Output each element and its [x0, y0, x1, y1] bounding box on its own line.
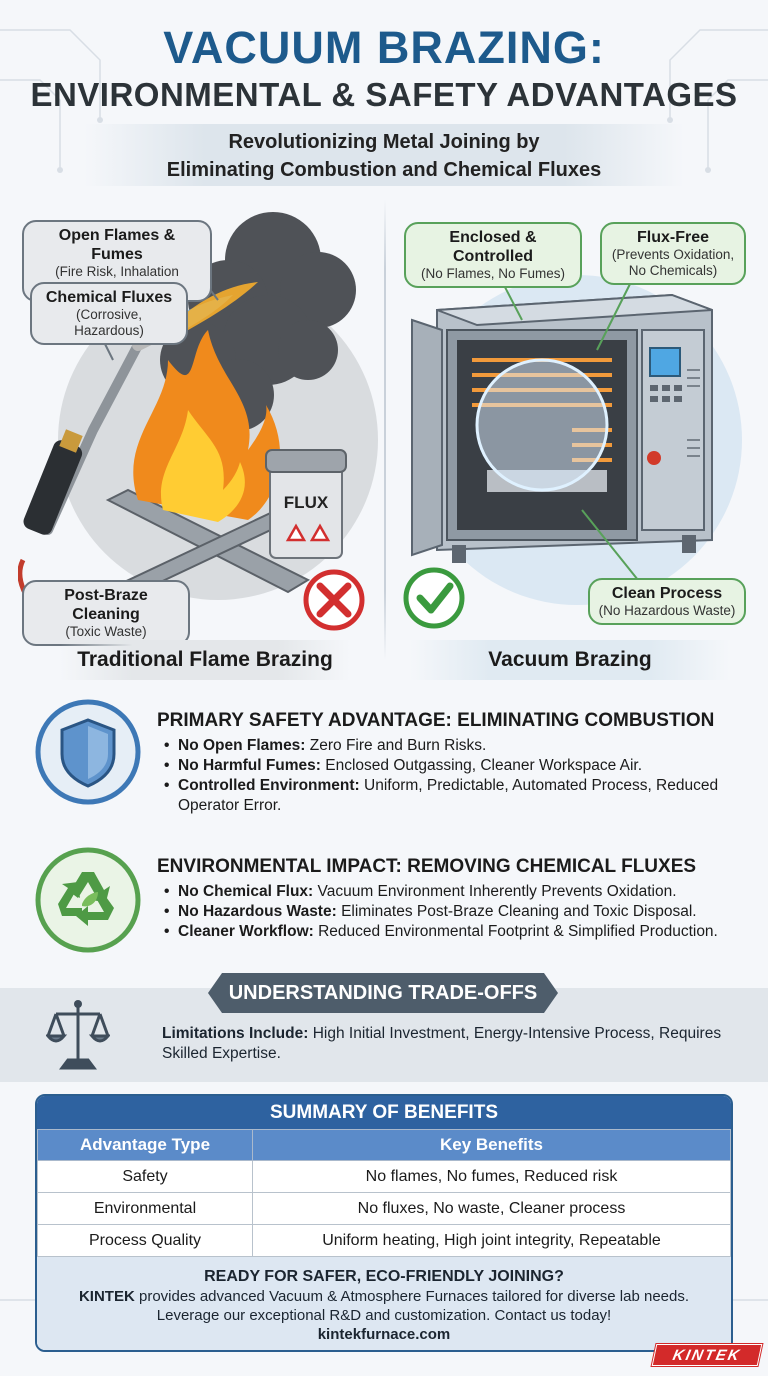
environment-heading: ENVIRONMENTAL IMPACT: REMOVING CHEMICAL …	[157, 856, 697, 877]
summary-card: SUMMARY OF BENEFITS Advantage Type Key B…	[35, 1094, 733, 1352]
table-row: Process Quality Uniform heating, High jo…	[37, 1224, 731, 1257]
traditional-brazing-label: Traditional Flame Brazing	[60, 640, 350, 680]
vacuum-brazing-illustration	[403, 261, 742, 629]
page-subtitle: Revolutionizing Metal Joining by Elimina…	[84, 124, 684, 186]
call-to-action: READY FOR SAFER, ECO-FRIENDLY JOINING? K…	[37, 1257, 731, 1350]
environment-bullets: No Chemical Flux: Vacuum Environment Inh…	[164, 882, 764, 942]
cta-text-2: Leverage our exceptional R&D and customi…	[156, 1307, 612, 1324]
cta-text: KINTEK provides advanced Vacuum & Atmosp…	[78, 1288, 690, 1305]
list-item: No Open Flames: Zero Fire and Burn Risks…	[164, 736, 764, 756]
list-item: Controlled Environment: Uniform, Predict…	[164, 776, 764, 816]
vacuum-brazing-label: Vacuum Brazing	[410, 640, 730, 680]
callout-chemical-fluxes: Chemical Fluxes (Corrosive, Hazardous)	[30, 282, 188, 345]
recycle-icon	[35, 847, 141, 953]
safety-bullets: No Open Flames: Zero Fire and Burn Risks…	[164, 736, 764, 816]
callout-post-braze-cleaning: Post-Braze Cleaning (Toxic Waste)	[22, 580, 190, 646]
callout-clean-process: Clean Process (No Hazardous Waste)	[588, 578, 746, 625]
callout-enclosed-controlled: Enclosed & Controlled (No Flames, No Fum…	[404, 222, 582, 288]
table-row: Environmental No fluxes, No waste, Clean…	[37, 1192, 731, 1225]
column-header: Advantage Type	[37, 1129, 253, 1161]
safety-section: PRIMARY SAFETY ADVANTAGE: ELIMINATING CO…	[0, 694, 768, 824]
check-mark-icon	[403, 567, 465, 629]
cross-mark-icon	[303, 569, 365, 631]
callout-flux-free: Flux-Free (Prevents Oxidation, No Chemic…	[600, 222, 746, 285]
traditional-brazing-illustration: FLUX	[18, 212, 378, 631]
vacuum-furnace-icon	[411, 293, 713, 563]
table-row: Safety No flames, No fumes, Reduced risk	[37, 1160, 731, 1193]
comparison-divider	[384, 200, 386, 660]
list-item: Cleaner Workflow: Reduced Environmental …	[164, 922, 764, 942]
tradeoffs-text: Limitations Include: High Initial Invest…	[162, 1025, 722, 1062]
tradeoffs-banner: UNDERSTANDING TRADE-OFFS	[208, 973, 558, 1013]
website-link[interactable]: kintekfurnace.com	[317, 1326, 451, 1343]
scales-icon	[46, 1000, 110, 1070]
flux-jar-icon: FLUX	[265, 449, 347, 559]
page-title-secondary: ENVIRONMENTAL & SAFETY ADVANTAGES	[30, 76, 738, 113]
summary-title: SUMMARY OF BENEFITS	[37, 1096, 731, 1129]
cta-heading: READY FOR SAFER, ECO-FRIENDLY JOINING?	[204, 1268, 564, 1285]
safety-heading: PRIMARY SAFETY ADVANTAGE: ELIMINATING CO…	[157, 710, 715, 731]
svg-text:FLUX: FLUX	[284, 493, 329, 512]
summary-table: Advantage Type Key Benefits Safety No fl…	[37, 1129, 731, 1257]
column-header: Key Benefits	[252, 1129, 731, 1161]
shield-icon	[35, 699, 141, 805]
list-item: No Harmful Fumes: Enclosed Outgassing, C…	[164, 756, 764, 776]
list-item: No Hazardous Waste: Eliminates Post-Braz…	[164, 902, 764, 922]
list-item: No Chemical Flux: Vacuum Environment Inh…	[164, 882, 764, 902]
page-title: VACUUM BRAZING:	[163, 22, 605, 73]
kintek-logo: KINTEK	[651, 1344, 763, 1366]
fire-icon	[133, 330, 281, 522]
environment-section: ENVIRONMENTAL IMPACT: REMOVING CHEMICAL …	[0, 842, 768, 962]
